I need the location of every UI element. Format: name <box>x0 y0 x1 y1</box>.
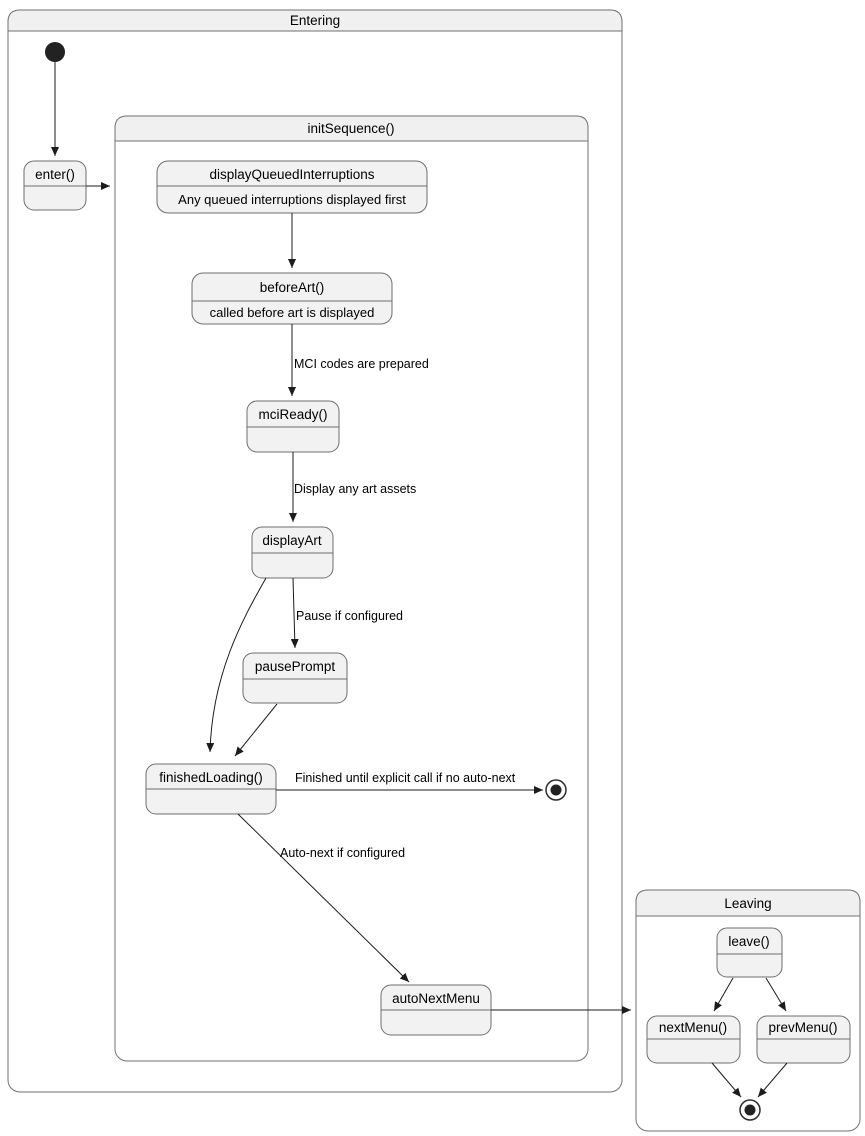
leaving-frame <box>635 889 861 1132</box>
edge-displayart-to-pauseprompt <box>290 577 299 649</box>
entering-title: Entering <box>290 13 340 28</box>
state-enter: enter() <box>23 160 87 211</box>
state-auto-next-menu-label: autoNextMenu <box>392 991 480 1006</box>
final-state-target-icon <box>545 779 567 801</box>
edge-leave-to-nextmenu <box>713 977 734 1012</box>
edge-label-display-assets: Display any art assets <box>294 482 416 496</box>
edge-nextmenu-to-final <box>711 1062 742 1098</box>
state-auto-next-menu: autoNextMenu <box>380 984 492 1036</box>
edge-finishedloading-to-autonextmenu <box>237 813 410 983</box>
state-leave: leave() <box>716 927 783 978</box>
state-finished-loading: finishedLoading() <box>145 763 277 815</box>
state-finished-loading-label: finishedLoading() <box>159 770 263 785</box>
state-display-queued-interruptions-label: displayQueuedInterruptions <box>209 167 374 182</box>
initial-state-dot-icon <box>45 42 65 62</box>
edge-label-pause: Pause if configured <box>296 609 403 623</box>
state-prev-menu: prevMenu() <box>756 1015 851 1064</box>
state-mci-ready: mciReady() <box>246 400 340 453</box>
edge-displayart-to-finishedloading <box>206 577 267 753</box>
state-prev-menu-label: prevMenu() <box>768 1020 837 1035</box>
state-next-menu-label: nextMenu() <box>659 1020 727 1035</box>
state-pause-prompt-label: pausePrompt <box>255 659 336 674</box>
state-before-art-description: called before art is displayed <box>210 305 375 320</box>
leaving-titlebar <box>635 889 861 917</box>
init-sequence-frame <box>114 115 589 1062</box>
state-leave-box <box>716 927 783 978</box>
state-display-queued-interruptions: displayQueuedInterruptions Any queued in… <box>156 160 428 214</box>
entering-titlebar <box>7 9 623 32</box>
state-pause-prompt: pausePrompt <box>242 652 348 704</box>
state-before-art-label: beforeArt() <box>260 280 325 295</box>
edge-label-autonext: Auto-next if configured <box>280 846 405 860</box>
edge-label-finished-no-autonext: Finished until explicit call if no auto-… <box>295 771 516 785</box>
state-next-menu: nextMenu() <box>646 1015 741 1064</box>
state-before-art: beforeArt() called before art is display… <box>191 272 393 325</box>
leaving-title: Leaving <box>724 896 771 911</box>
edge-pauseprompt-to-finishedloading <box>234 703 278 757</box>
composite-state-leaving: Leaving <box>635 889 861 1132</box>
init-sequence-title: initSequence() <box>307 121 394 136</box>
edge-prevmenu-to-final <box>757 1062 788 1098</box>
state-display-art-label: displayArt <box>262 533 322 548</box>
state-leave-label: leave() <box>728 934 769 949</box>
edge-leave-to-prevmenu <box>765 977 787 1012</box>
state-pause-prompt-box <box>242 652 348 704</box>
state-mci-ready-label: mciReady() <box>258 407 327 422</box>
state-display-queued-interruptions-description: Any queued interruptions displayed first <box>178 192 406 207</box>
state-display-art: displayArt <box>251 526 334 579</box>
init-sequence-titlebar <box>114 115 589 142</box>
edge-label-mci-codes: MCI codes are prepared <box>294 357 429 371</box>
state-enter-label: enter() <box>35 167 75 182</box>
composite-state-init-sequence: initSequence() <box>114 115 589 1062</box>
final-state-target-icon <box>739 1099 761 1121</box>
